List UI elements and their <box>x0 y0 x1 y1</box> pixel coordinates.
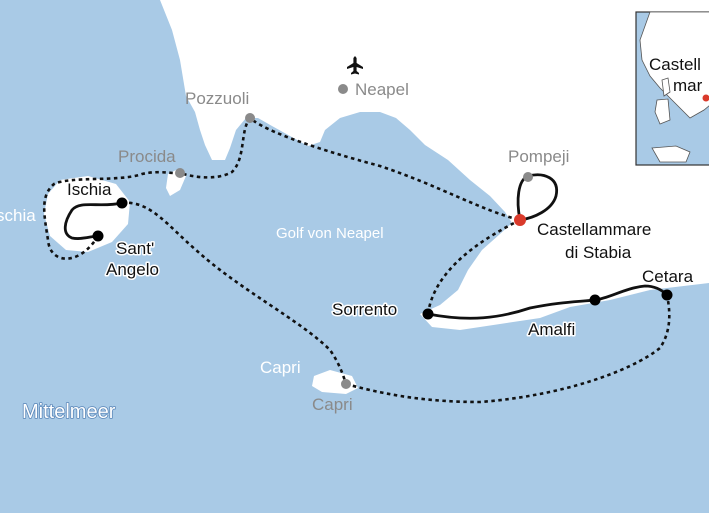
waypoint-pompeji <box>523 172 533 182</box>
sorrento-label: Sorrento <box>332 300 397 319</box>
ischia-label: Ischia <box>67 180 112 199</box>
cetara-label: Cetara <box>642 267 694 286</box>
inset-land <box>639 11 709 119</box>
sea-label: Mittelmeer <box>22 401 116 423</box>
capri-sea-label: Capri <box>260 358 301 377</box>
stop-sant-angelo <box>92 230 104 242</box>
neapel-label: Neapel <box>355 80 409 99</box>
inset-island-sicily <box>651 145 691 163</box>
inset-island-sardinia <box>654 98 671 125</box>
stop-castellammare <box>514 214 526 226</box>
waypoint-procida <box>175 168 185 178</box>
airplane-icon <box>347 56 363 75</box>
gulf-label: Golf von Neapel <box>276 225 384 242</box>
land-route-ischia <box>63 201 123 240</box>
land-route-amalfi-coast <box>427 284 668 320</box>
ischia-edge-label: schia <box>0 206 36 225</box>
land-route-pompeji <box>516 173 558 222</box>
castellammare-label-1: Castellammare <box>537 220 651 239</box>
stop-ischia <box>116 197 128 209</box>
procida-label: Procida <box>118 147 176 166</box>
castellammare-label-2: di Stabia <box>565 243 632 262</box>
stop-sorrento <box>422 308 434 320</box>
sea-route <box>42 116 521 260</box>
sant-angelo-label-1: Sant' <box>116 239 154 258</box>
capri-label: Capri <box>312 395 353 414</box>
sea-route-4 <box>345 294 671 404</box>
sea-route-3 <box>121 201 348 385</box>
inset-island-corsica <box>661 77 671 97</box>
amalfi-label: Amalfi <box>528 320 575 339</box>
pompeji-label: Pompeji <box>508 147 569 166</box>
waypoint-neapel <box>338 84 348 94</box>
waypoint-capri <box>341 379 351 389</box>
inset-marker <box>702 94 709 102</box>
sant-angelo-label-2: Angelo <box>106 260 159 279</box>
mainland <box>160 0 709 330</box>
inset-label-2: mar <box>673 76 703 95</box>
pozzuoli-label: Pozzuoli <box>185 89 249 108</box>
inset-label-1: Castell <box>649 55 701 74</box>
stop-amalfi <box>589 294 601 306</box>
stop-cetara <box>661 289 673 301</box>
sea-route-2 <box>426 218 521 315</box>
inset-map: Castell mar <box>635 11 709 166</box>
waypoint-pozzuoli <box>245 113 255 123</box>
